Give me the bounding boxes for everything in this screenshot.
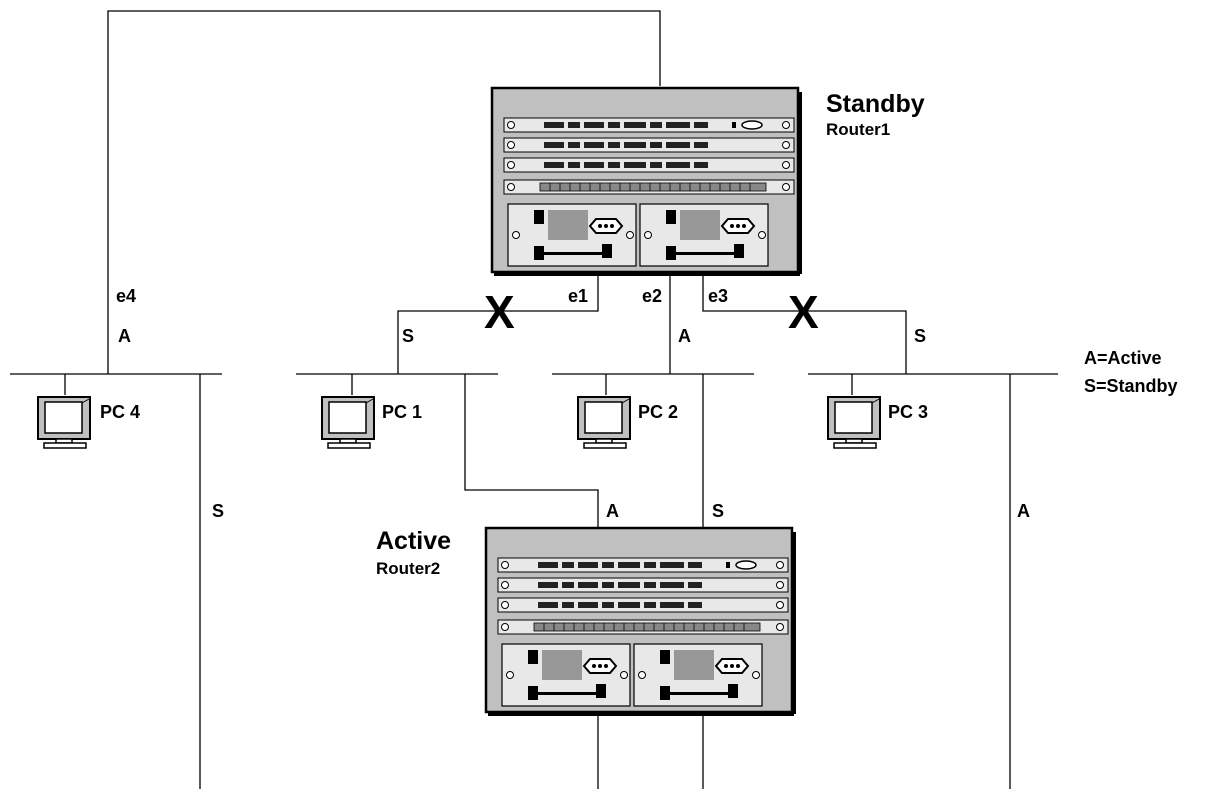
legend-active: A=Active xyxy=(1084,348,1162,368)
router1-e4-link xyxy=(107,10,661,374)
link-state-r1-e2: A xyxy=(678,326,691,346)
pc1-icon xyxy=(321,396,375,449)
pc2-icon xyxy=(577,396,631,449)
failure-mark-e1: X xyxy=(484,286,515,338)
link-state-r1-e4: A xyxy=(118,326,131,346)
router1-icon xyxy=(490,86,802,276)
router1-state-label: Standby xyxy=(826,90,925,118)
failure-mark-e3: X xyxy=(788,286,819,338)
router1-e3-link xyxy=(702,276,907,374)
link-state-r2-pc3: A xyxy=(1017,501,1030,521)
router2-name-label: Router2 xyxy=(376,559,440,578)
link-state-r2-pc2: S xyxy=(712,501,724,521)
link-state-r2-pc4: S xyxy=(212,501,224,521)
pc3-label: PC 3 xyxy=(888,402,928,422)
interface-e4-label: e4 xyxy=(116,286,136,306)
interface-e1-label: e1 xyxy=(568,286,588,306)
router2-icon xyxy=(484,526,796,716)
link-state-r2-pc1: A xyxy=(606,501,619,521)
pc3-icon xyxy=(827,396,881,449)
interface-e2-label: e2 xyxy=(642,286,662,306)
router2-state-label: Active xyxy=(376,527,451,555)
pc4-icon xyxy=(37,396,91,449)
pc1-label: PC 1 xyxy=(382,402,422,422)
router2-pc1-link xyxy=(464,374,599,530)
pc2-label: PC 2 xyxy=(638,402,678,422)
pc4-label: PC 4 xyxy=(100,402,140,422)
interface-e3-label: e3 xyxy=(708,286,728,306)
router1-name-label: Router1 xyxy=(826,120,890,139)
link-state-r1-e3: S xyxy=(914,326,926,346)
router1-e1-link xyxy=(397,276,599,374)
link-state-r1-e1: S xyxy=(402,326,414,346)
cables xyxy=(10,10,1058,789)
legend-standby: S=Standby xyxy=(1084,376,1178,396)
